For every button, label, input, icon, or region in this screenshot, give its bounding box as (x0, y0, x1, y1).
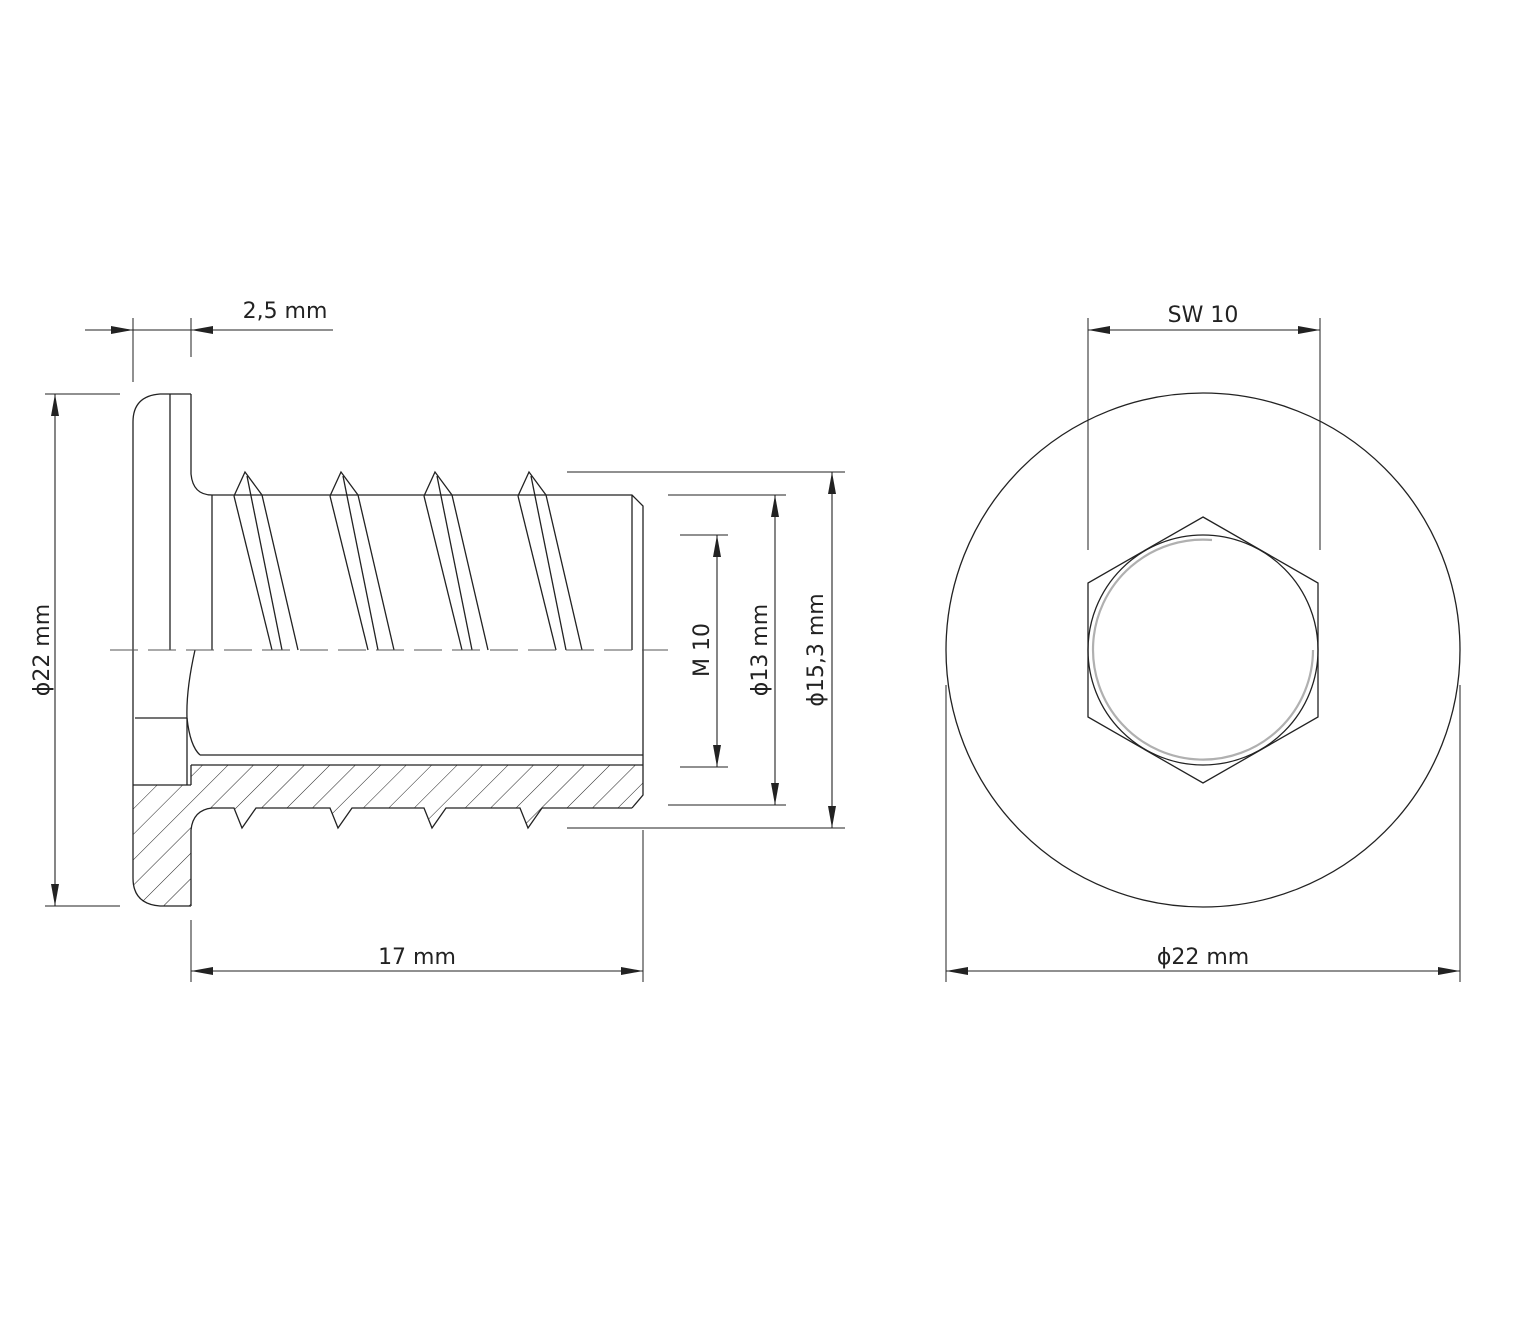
flange-right-edge-fillet (190, 394, 213, 496)
flange-diameter-label: ϕ22 mm (30, 604, 55, 696)
thread-flank (329, 495, 369, 651)
hex-size-label: SW 10 (1168, 303, 1239, 328)
thread-2 (329, 470, 395, 651)
thread-flank (451, 494, 489, 651)
dimension-flange-diameter: ϕ22 mm (30, 393, 120, 907)
thread-tooth (517, 470, 547, 497)
thread-flank (233, 495, 273, 651)
thread-crest (342, 475, 379, 651)
thread-flank (545, 494, 583, 651)
thread-flank (357, 494, 395, 651)
thread-outer-diameter-label: ϕ15,3 mm (804, 593, 829, 706)
side-view: 2,5 mm ϕ22 mm M 10 ϕ13 mm ϕ1 (30, 299, 845, 982)
thread-crest (530, 475, 567, 651)
body-diameter-label: ϕ13 mm (748, 604, 773, 696)
dimension-hex-size: SW 10 (1087, 303, 1321, 550)
thread-crest (246, 475, 283, 651)
hex-socket-transition (186, 717, 201, 756)
thread-tooth (423, 470, 453, 497)
flange-circle (945, 392, 1461, 908)
thread-tooth (233, 470, 263, 497)
dimension-thread-outer-diameter: ϕ15,3 mm (567, 471, 845, 829)
thread-bore-arc (1091, 538, 1315, 761)
thread-4 (517, 470, 583, 651)
thread-1 (233, 470, 299, 651)
thread-flank (261, 494, 299, 651)
length-label: 17 mm (378, 945, 456, 970)
dimension-flange-thickness: 2,5 mm (85, 299, 333, 382)
thread-3 (423, 470, 489, 651)
dimension-thread: M 10 (680, 534, 728, 768)
thread-flank (517, 495, 557, 651)
front-diameter-label: ϕ22 mm (1157, 945, 1249, 970)
section-outline (190, 807, 632, 906)
dimension-front-diameter: ϕ22 mm (945, 685, 1461, 982)
hex-inscribed-circle (1087, 534, 1319, 766)
hex-outline (1087, 516, 1319, 784)
thread-crest (436, 475, 473, 651)
dimension-body-diameter: ϕ13 mm (668, 494, 786, 806)
thread-tooth (329, 470, 359, 497)
hex-socket-edge (186, 649, 196, 785)
thread-label: M 10 (690, 623, 715, 677)
body-outline-top (212, 494, 644, 809)
flange-thickness-label: 2,5 mm (243, 299, 328, 324)
section-hatch (133, 765, 643, 906)
front-view: SW 10 ϕ22 mm (945, 303, 1461, 982)
thread-flank (423, 495, 463, 651)
dimension-length: 17 mm (190, 830, 644, 982)
